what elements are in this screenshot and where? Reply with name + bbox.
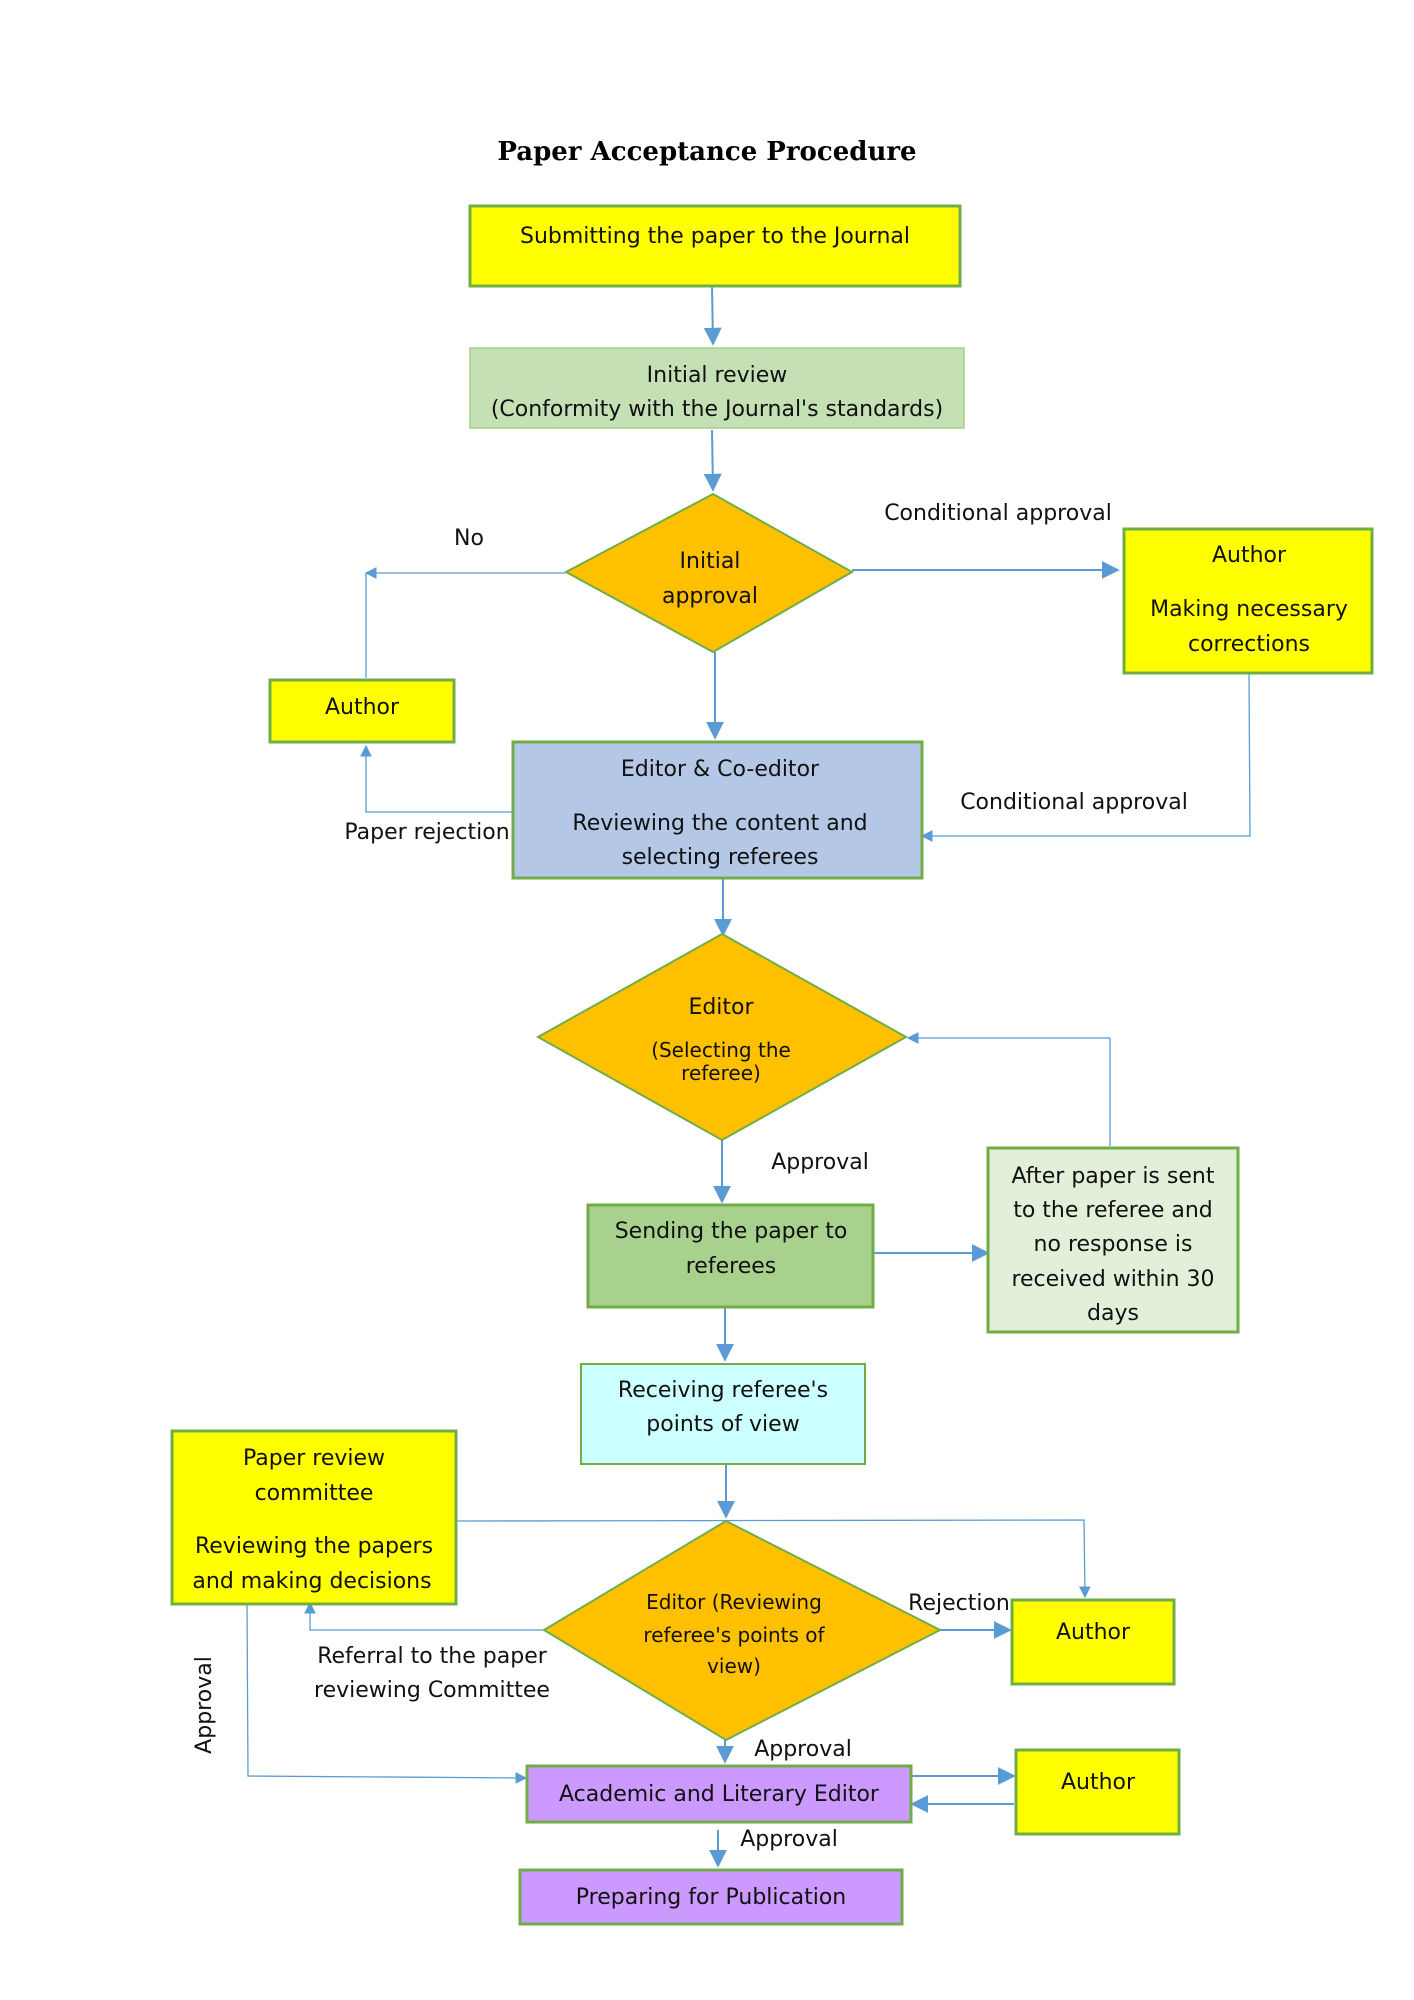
label-paper-rejection: Paper rejection <box>344 820 509 845</box>
node-initial-approval-line-1: approval <box>662 584 758 609</box>
node-author-rejection: Author <box>1010 1598 1176 1686</box>
node-author-corrections-line-0: Author <box>1212 543 1287 568</box>
node-author-left: Author <box>268 678 456 744</box>
node-committee-line-0: Paper review <box>243 1446 385 1471</box>
node-author-rejection-line-0: Author <box>1056 1620 1131 1645</box>
node-no-response-line-0: After paper is sent <box>1012 1164 1215 1189</box>
edge-committee-to-author <box>456 1519 1091 1599</box>
node-author-corrections-line-2: corrections <box>1188 632 1310 657</box>
connectors <box>246 285 1251 1868</box>
node-publication-line-0: Preparing for Publication <box>576 1885 846 1910</box>
node-submit-line-0: Submitting the paper to the Journal <box>520 224 910 249</box>
label-referral-line-1: reviewing Committee <box>314 1678 550 1703</box>
label-approval-publication: Approval <box>740 1827 838 1852</box>
edge-paper-rejection <box>360 744 513 813</box>
node-editor-review-line-1: referee's points of <box>643 1623 825 1647</box>
node-sending: Sending the paper to referees <box>586 1203 875 1309</box>
node-editor-review: Editor (Reviewing referee's points of vi… <box>542 1519 943 1742</box>
node-author-corrections: Author Making necessary corrections <box>1122 527 1374 675</box>
node-author-corrections-line-1: Making necessary <box>1150 597 1348 622</box>
node-receiving: Receiving referee's points of view <box>580 1363 866 1465</box>
label-no: No <box>454 526 484 551</box>
node-editor-coeditor-line-2: selecting referees <box>622 845 819 870</box>
edge-review-to-approval <box>703 429 722 492</box>
label-approval-referee: Approval <box>771 1150 869 1175</box>
node-initial-approval: Initial approval <box>563 492 855 654</box>
node-publication: Preparing for Publication <box>518 1868 904 1926</box>
node-academic-editor: Academic and Literary Editor <box>525 1764 913 1824</box>
edge-submit-to-review <box>703 285 722 346</box>
node-editor-select-line-0: Editor <box>688 995 754 1020</box>
node-sending-line-0: Sending the paper to <box>615 1219 848 1244</box>
node-editor-coeditor-line-0: Editor & Co-editor <box>621 757 820 782</box>
node-initial-review-line-1: (Conformity with the Journal's standards… <box>491 397 943 422</box>
node-receiving-line-0: Receiving referee's <box>618 1378 828 1403</box>
node-no-response-line-4: days <box>1087 1301 1139 1326</box>
node-author-bottom-line-0: Author <box>1061 1770 1136 1795</box>
label-rejection: Rejection <box>908 1591 1010 1616</box>
node-sending-line-1: referees <box>686 1254 776 1279</box>
node-author-left-line-0: Author <box>325 695 400 720</box>
label-approval-vertical: Approval <box>192 1656 217 1754</box>
node-editor-select: Editor (Selecting the referee) <box>535 932 909 1142</box>
node-editor-coeditor-line-1: Reviewing the content and <box>572 811 867 836</box>
edge-no-response-return <box>906 1032 1111 1146</box>
node-editor-review-line-0: Editor (Reviewing <box>646 1590 822 1614</box>
node-initial-approval-line-0: Initial <box>680 549 741 574</box>
node-no-response: After paper is sent to the referee and n… <box>986 1146 1240 1334</box>
node-editor-review-line-2: view) <box>707 1654 761 1678</box>
node-committee: Paper review committee Reviewing the pap… <box>170 1429 458 1606</box>
edge-conditional-approval-return <box>920 672 1251 842</box>
node-receiving-line-1: points of view <box>646 1412 799 1437</box>
node-initial-review-line-0: Initial review <box>647 363 788 388</box>
node-editor-select-line-2: referee) <box>681 1061 761 1085</box>
node-initial-review: Initial review (Conformity with the Jour… <box>469 347 965 429</box>
edge-labels: No Conditional approval Conditional appr… <box>192 501 1188 1852</box>
node-committee-line-2: Reviewing the papers <box>195 1534 433 1559</box>
label-referral-line-0: Referral to the paper <box>317 1644 548 1669</box>
node-editor-coeditor: Editor & Co-editor Reviewing the content… <box>511 740 924 880</box>
node-no-response-line-3: received within 30 <box>1011 1267 1214 1292</box>
diagram-title: Paper Acceptance Procedure <box>497 137 916 167</box>
label-conditional-approval-mid: Conditional approval <box>960 790 1188 815</box>
node-submit: Submitting the paper to the Journal <box>468 204 962 288</box>
node-no-response-line-1: to the referee and <box>1013 1198 1213 1223</box>
node-academic-editor-line-0: Academic and Literary Editor <box>559 1782 880 1807</box>
node-editor-select-line-1: (Selecting the <box>651 1038 791 1062</box>
node-author-bottom: Author <box>1014 1748 1181 1836</box>
label-conditional-approval-top: Conditional approval <box>884 501 1112 526</box>
node-no-response-line-2: no response is <box>1034 1232 1193 1257</box>
edge-committee-approval <box>246 1603 528 1784</box>
node-committee-line-1: committee <box>255 1481 374 1506</box>
label-approval-academic: Approval <box>754 1737 852 1762</box>
edge-referral-to-committee <box>304 1601 544 1631</box>
node-committee-line-3: and making decisions <box>192 1569 431 1594</box>
